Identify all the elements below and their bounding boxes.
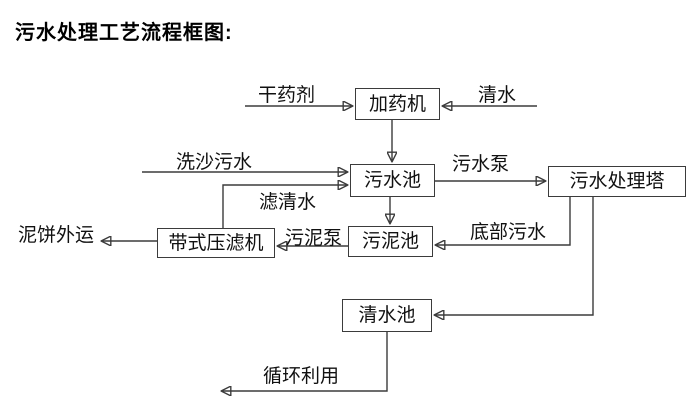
flow-label-bottom-sewage: 底部污水 [470, 222, 547, 243]
node-belt-filter-press: 带式压滤机 [157, 228, 275, 258]
node-sewage-treatment-tower: 污水处理塔 [548, 166, 686, 197]
page-title: 污水处理工艺流程框图: [15, 22, 233, 44]
node-sewage-pool: 污水池 [350, 164, 435, 197]
arrow-clear-pool-to-recycling [222, 332, 388, 391]
node-sludge-pool: 污泥池 [348, 226, 433, 257]
flow-label-filtered-water: 滤清水 [259, 192, 317, 213]
node-clear-water-pool: 清水池 [342, 299, 432, 332]
arrow-filtered-water-to-sewage-pool [222, 185, 347, 228]
arrow-tower-to-clear-pool [435, 197, 594, 315]
flow-label-dry-chemical: 干药剂 [258, 85, 316, 106]
flow-label-clear-water: 清水 [478, 85, 517, 106]
flow-label-sand-washing-sewage: 洗沙污水 [176, 152, 253, 173]
flow-label-mud-cake-transport: 泥饼外运 [18, 225, 95, 246]
flow-label-sewage-pump: 污水泵 [452, 154, 510, 175]
flow-label-recycling: 循环利用 [263, 366, 340, 387]
node-dosing-machine: 加药机 [355, 88, 440, 120]
arrow-bottom-sewage-to-sludge-pool [436, 197, 571, 245]
flow-label-sludge-pump: 污泥泵 [285, 228, 343, 249]
